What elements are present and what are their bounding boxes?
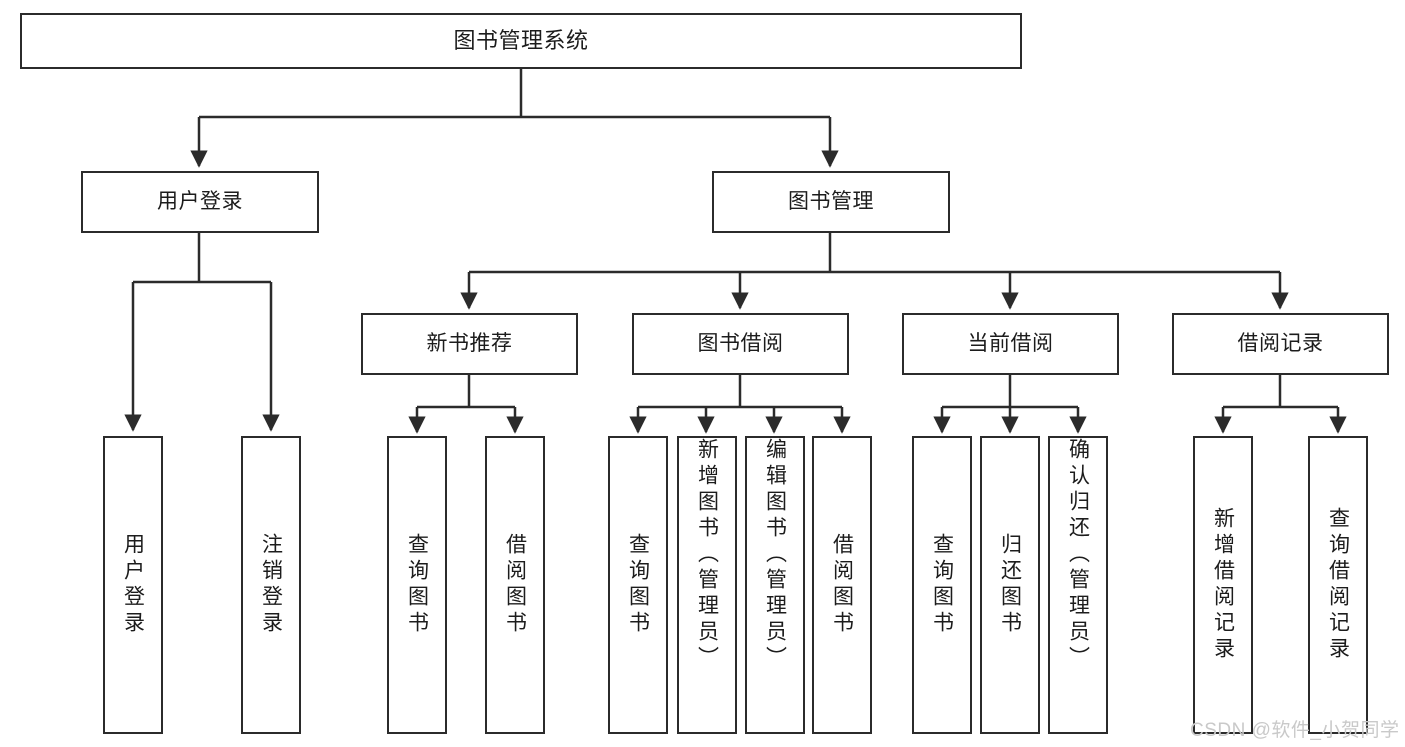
- node-new-book-recommend[interactable]: 新书推荐: [361, 313, 578, 375]
- node-leaf-confirm-return-label: 确认归还（管理员）: [1066, 438, 1090, 672]
- node-current-borrow-label: 当前借阅: [967, 331, 1054, 355]
- node-leaf-borrow-book-2[interactable]: 借阅图书: [812, 436, 872, 734]
- node-leaf-return-book[interactable]: 归还图书: [980, 436, 1040, 734]
- node-leaf-query-book-2[interactable]: 查询图书: [608, 436, 668, 734]
- node-leaf-query-book-3-label: 查询图书: [930, 533, 954, 637]
- node-user-login-label: 用户登录: [157, 189, 243, 213]
- node-leaf-query-book-3[interactable]: 查询图书: [912, 436, 972, 734]
- node-leaf-query-book-2-label: 查询图书: [626, 533, 650, 637]
- node-leaf-add-record[interactable]: 新增借阅记录: [1193, 436, 1253, 734]
- node-user-login[interactable]: 用户登录: [81, 171, 319, 233]
- node-leaf-add-record-label: 新增借阅记录: [1211, 507, 1235, 663]
- node-new-book-recommend-label: 新书推荐: [426, 331, 513, 355]
- node-leaf-borrow-book-2-label: 借阅图书: [830, 533, 854, 637]
- node-book-borrow-label: 图书借阅: [697, 331, 784, 355]
- node-borrow-record-label: 借阅记录: [1237, 331, 1324, 355]
- node-leaf-borrow-book-1-label: 借阅图书: [503, 533, 527, 637]
- node-leaf-query-record[interactable]: 查询借阅记录: [1308, 436, 1368, 734]
- node-borrow-record[interactable]: 借阅记录: [1172, 313, 1389, 375]
- csdn-watermark: CSDN @软件_小贺同学: [1190, 720, 1400, 741]
- node-leaf-query-book-1-label: 查询图书: [405, 533, 429, 637]
- node-book-management-label: 图书管理: [788, 189, 874, 213]
- node-root[interactable]: 图书管理系统: [20, 13, 1022, 69]
- node-book-management[interactable]: 图书管理: [712, 171, 950, 233]
- node-leaf-user-login[interactable]: 用户登录: [103, 436, 163, 734]
- node-leaf-query-record-label: 查询借阅记录: [1326, 507, 1350, 663]
- node-leaf-user-login-label: 用户登录: [121, 533, 145, 637]
- node-book-borrow[interactable]: 图书借阅: [632, 313, 849, 375]
- node-leaf-borrow-book-1[interactable]: 借阅图书: [485, 436, 545, 734]
- node-leaf-add-book[interactable]: 新增图书（管理员）: [677, 436, 737, 734]
- node-leaf-logout[interactable]: 注销登录: [241, 436, 301, 734]
- node-leaf-edit-book-label: 编辑图书（管理员）: [763, 438, 787, 672]
- node-current-borrow[interactable]: 当前借阅: [902, 313, 1119, 375]
- node-leaf-add-book-label: 新增图书（管理员）: [695, 438, 719, 672]
- node-leaf-confirm-return[interactable]: 确认归还（管理员）: [1048, 436, 1108, 734]
- node-leaf-logout-label: 注销登录: [259, 533, 283, 637]
- node-leaf-edit-book[interactable]: 编辑图书（管理员）: [745, 436, 805, 734]
- node-leaf-query-book-1[interactable]: 查询图书: [387, 436, 447, 734]
- node-leaf-return-book-label: 归还图书: [998, 533, 1022, 637]
- node-root-label: 图书管理系统: [453, 28, 589, 54]
